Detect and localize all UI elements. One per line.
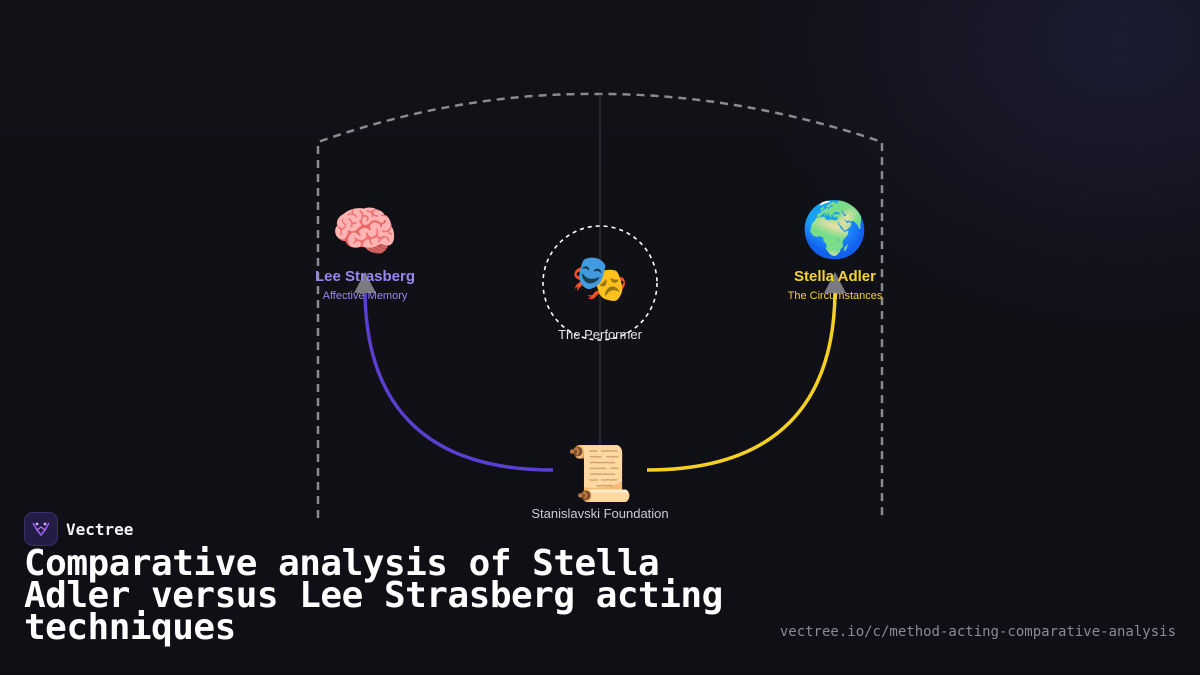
scroll-icon: 📜 [566,442,634,505]
arch-boundary [316,92,884,518]
foundation-label: Stanislavski Foundation [531,506,669,521]
source-url[interactable]: vectree.io/c/method-acting-comparative-a… [779,624,1176,640]
strasberg-subtitle: Affective Memory [322,290,408,302]
adler-arrowhead [824,272,846,293]
strasberg-title: Lee Strasberg [314,268,416,285]
brain-icon: 🧠 [331,200,399,263]
brand[interactable]: Vectree [24,512,133,546]
globe-icon: 🌍 [801,198,869,261]
performer-label: The Performer [558,327,642,342]
strasberg-arrow [363,291,554,472]
performer-circle [542,225,658,341]
vectree-logo-icon [24,512,58,546]
adler-title: Stella Adler [794,268,876,285]
page-title: Comparative analysis of Stella Adler ver… [24,543,723,648]
strasberg-arrowhead [354,272,376,293]
brand-name: Vectree [66,519,134,539]
performing-arts-masks-icon: 🎭 [571,251,629,305]
adler-arrow [646,291,837,472]
adler-subtitle: The Circumstances [787,290,883,302]
